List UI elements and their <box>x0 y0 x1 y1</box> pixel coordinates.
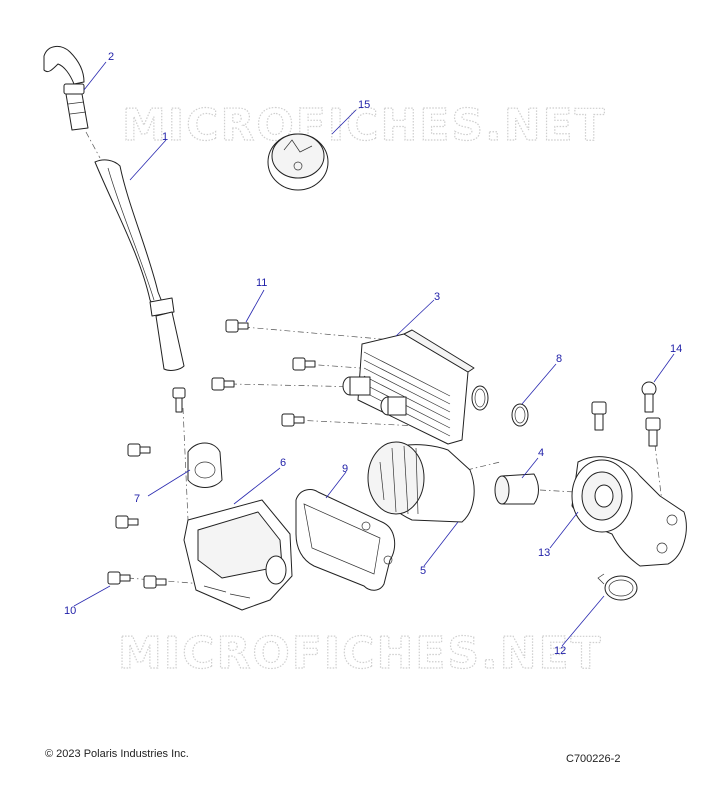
leader-lines <box>73 61 675 647</box>
watermark-bottom: MICROFICHES.NET <box>118 628 603 679</box>
callout-6: 6 <box>280 457 286 469</box>
callout-15: 15 <box>358 99 370 111</box>
callout-4: 4 <box>538 447 544 459</box>
o-rings <box>471 385 529 427</box>
callout-7: 7 <box>134 493 140 505</box>
dipstick-handle <box>43 46 89 131</box>
hose-clamp <box>597 573 638 601</box>
nipple-fitting <box>494 473 539 505</box>
gasket-large <box>295 489 396 591</box>
gasket-small <box>187 442 223 488</box>
filter-adapter <box>571 456 687 567</box>
callout-9: 9 <box>342 463 348 475</box>
callout-12: 12 <box>554 645 566 657</box>
callout-3: 3 <box>434 291 440 303</box>
diagram-part-number: C700226-2 <box>566 753 621 765</box>
callout-2: 2 <box>108 51 114 63</box>
callout-10: 10 <box>64 605 76 617</box>
copyright-text: © 2023 Polaris Industries Inc. <box>45 748 189 760</box>
callout-8: 8 <box>556 353 562 365</box>
oil-cooler <box>342 329 475 445</box>
oil-filter <box>367 441 475 523</box>
watermark-top: MICROFICHES.NET <box>122 100 607 151</box>
callout-1: 1 <box>162 131 168 143</box>
callout-labels: 1 2 3 4 5 6 7 8 9 10 11 12 13 14 15 <box>64 51 682 657</box>
callout-14: 14 <box>670 343 682 355</box>
callout-5: 5 <box>420 565 426 577</box>
callout-11: 11 <box>256 277 267 289</box>
fill-cap <box>267 133 329 191</box>
dipstick-tube <box>94 159 185 371</box>
callout-13: 13 <box>538 547 550 559</box>
bolts <box>107 319 661 589</box>
oil-housing <box>183 499 293 611</box>
